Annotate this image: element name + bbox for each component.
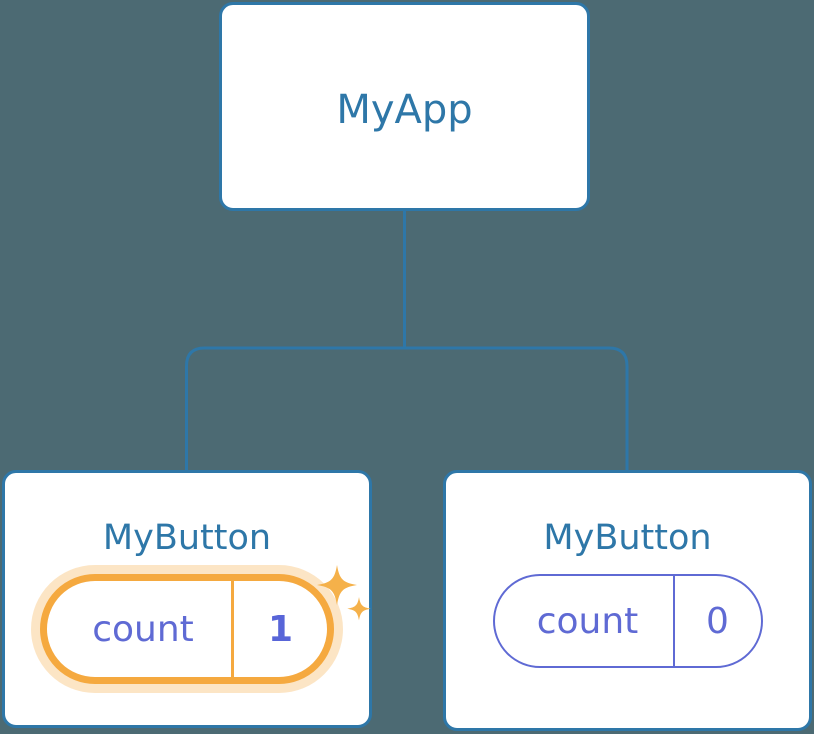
component-card-mybutton-left[interactable]: MyButton count 1 xyxy=(2,470,372,728)
state-badge-wrapper-left: count 1 xyxy=(40,574,334,684)
component-title-mybutton-right: MyButton xyxy=(543,518,712,558)
component-card-mybutton-right[interactable]: MyButton count 0 xyxy=(443,470,812,731)
state-badge-wrapper-right: count 0 xyxy=(492,574,763,668)
component-card-myapp[interactable]: MyApp xyxy=(219,2,590,211)
state-badge-count-left[interactable]: count 1 xyxy=(40,574,334,684)
state-key-label-right: count xyxy=(536,600,639,642)
state-badge-count-right[interactable]: count 0 xyxy=(492,574,763,668)
state-value-left: 1 xyxy=(231,581,327,677)
state-key-label-left: count xyxy=(92,608,194,650)
component-title-myapp: MyApp xyxy=(336,87,473,133)
state-value-right: 0 xyxy=(672,576,761,666)
component-title-mybutton-left: MyButton xyxy=(102,518,272,558)
sparkle-small-icon xyxy=(347,597,371,621)
connector-branch-bar xyxy=(185,346,629,470)
